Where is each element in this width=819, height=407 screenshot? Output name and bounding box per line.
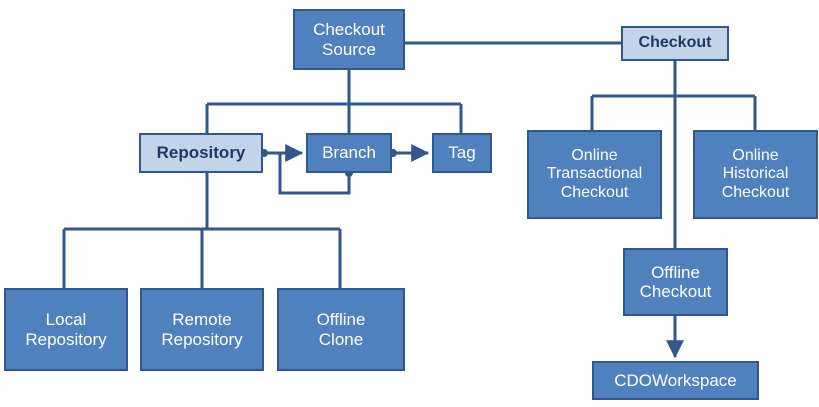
node-offline-checkout[interactable]: Offline Checkout xyxy=(623,248,728,316)
node-repository[interactable]: Repository xyxy=(139,133,263,173)
node-online-transactional-checkout[interactable]: Online Transactional Checkout xyxy=(527,130,662,219)
node-local-repository[interactable]: Local Repository xyxy=(4,288,128,371)
node-checkout-source[interactable]: Checkout Source xyxy=(293,9,405,70)
node-branch[interactable]: Branch xyxy=(306,133,392,173)
node-remote-repository[interactable]: Remote Repository xyxy=(140,288,264,371)
node-offline-clone[interactable]: Offline Clone xyxy=(277,288,405,371)
node-tag[interactable]: Tag xyxy=(432,133,492,173)
edge-checkout-source-to-children xyxy=(205,70,463,133)
edge-repository-to-clones xyxy=(62,173,342,288)
node-checkout[interactable]: Checkout xyxy=(621,26,729,61)
node-online-historical-checkout[interactable]: Online Historical Checkout xyxy=(693,130,818,219)
node-cdoworkspace[interactable]: CDOWorkspace xyxy=(592,361,759,400)
